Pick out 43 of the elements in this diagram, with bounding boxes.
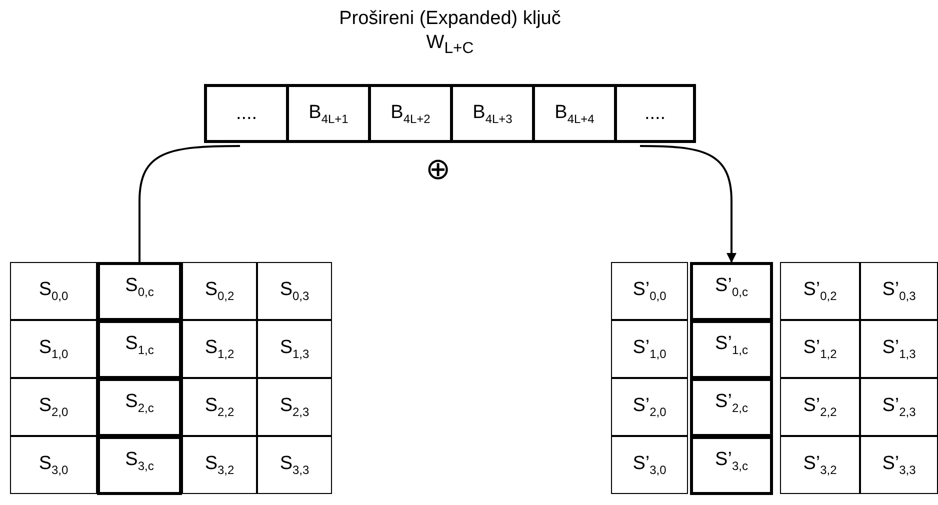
state-cell: S’$_{1,0}$ bbox=[611, 320, 688, 378]
state-cell: S’$_{3,2}$ bbox=[780, 436, 860, 494]
key-byte-cell: .... bbox=[204, 84, 289, 143]
state-cell: S$_{2,c}$ bbox=[97, 378, 182, 437]
arrow bbox=[640, 145, 736, 263]
xor-symbol: ⊕ bbox=[424, 152, 452, 188]
connector-line bbox=[138, 145, 240, 262]
state-cell: S’$_{3,c}$ bbox=[690, 436, 773, 495]
state-cell: S$_{3,2}$ bbox=[182, 436, 257, 494]
state-cell: S’$_{1,2}$ bbox=[780, 320, 860, 378]
state-cell: S$_{1,c}$ bbox=[97, 320, 182, 379]
state-cell: S$_{3,0}$ bbox=[10, 436, 97, 494]
state-cell: S$_{0,0}$ bbox=[10, 262, 97, 320]
state-cell: S’$_{3,0}$ bbox=[611, 436, 688, 494]
state-cell: S$_{3,3}$ bbox=[257, 436, 332, 494]
state-cell: S$_{1,3}$ bbox=[257, 320, 332, 378]
key-label: W$_{L+C}$ bbox=[425, 32, 475, 58]
state-cell: S’$_{2,0}$ bbox=[611, 378, 688, 436]
state-cell: S’$_{2,3}$ bbox=[860, 378, 938, 436]
state-cell: S$_{2,2}$ bbox=[182, 378, 257, 436]
state-cell: S$_{2,0}$ bbox=[10, 378, 97, 436]
state-cell: S$_{1,2}$ bbox=[182, 320, 257, 378]
state-cell: S$_{0,2}$ bbox=[182, 262, 257, 320]
key-byte-cell: B$_{4L+2}$ bbox=[368, 84, 453, 143]
key-byte-cell: B$_{4L+1}$ bbox=[286, 84, 371, 143]
state-cell: S$_{1,0}$ bbox=[10, 320, 97, 378]
state-cell: S’$_{0,3}$ bbox=[860, 262, 938, 320]
state-cell: S’$_{0,c}$ bbox=[690, 262, 773, 321]
state-cell: S’$_{3,3}$ bbox=[860, 436, 938, 494]
state-cell: S’$_{2,2}$ bbox=[780, 378, 860, 436]
state-cell: S’$_{1,3}$ bbox=[860, 320, 938, 378]
state-cell: S$_{0,c}$ bbox=[97, 262, 182, 321]
state-cell: S’$_{0,0}$ bbox=[611, 262, 688, 320]
state-cell: S$_{0,3}$ bbox=[257, 262, 332, 320]
state-cell: S’$_{0,2}$ bbox=[780, 262, 860, 320]
key-title: Prošireni (Expanded) ključ bbox=[338, 8, 562, 30]
key-byte-cell: B$_{4L+4}$ bbox=[532, 84, 617, 143]
state-cell: S$_{3,c}$ bbox=[97, 436, 182, 495]
key-byte-cell: .... bbox=[614, 84, 696, 143]
state-cell: S’$_{1,c}$ bbox=[690, 320, 773, 379]
state-cell: S$_{2,3}$ bbox=[257, 378, 332, 436]
key-byte-cell: B$_{4L+3}$ bbox=[450, 84, 535, 143]
state-cell: S’$_{2,c}$ bbox=[690, 378, 773, 437]
